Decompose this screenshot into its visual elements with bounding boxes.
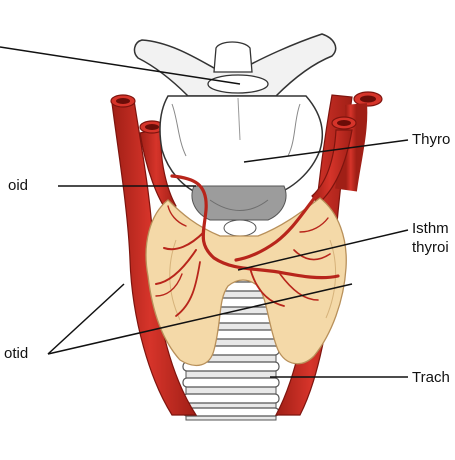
label-thyroid-cartilage: Thyro [412,131,451,148]
leader-thyroid-cartilage [243,139,409,163]
cricothyroid-shadow [191,185,287,237]
leader-isthmus [237,229,409,271]
label-isthmus-line2: thyroi [412,239,449,256]
left-common-carotid-artery [110,94,198,416]
label-trachea: Trach [412,369,450,386]
leader-carotid-right [47,283,353,355]
label-hyoid-partial: oid [8,177,29,194]
thyroid-cartilage [159,95,324,197]
hyoid-bone [133,33,337,97]
leader-carotid-left [47,283,125,355]
leader-lines [0,46,409,378]
thyroid-arteries [155,174,340,317]
label-isthmus-line1: Isthm [412,220,449,237]
leader-hyoid [0,46,241,85]
label-common-carotid: otid [4,345,29,362]
